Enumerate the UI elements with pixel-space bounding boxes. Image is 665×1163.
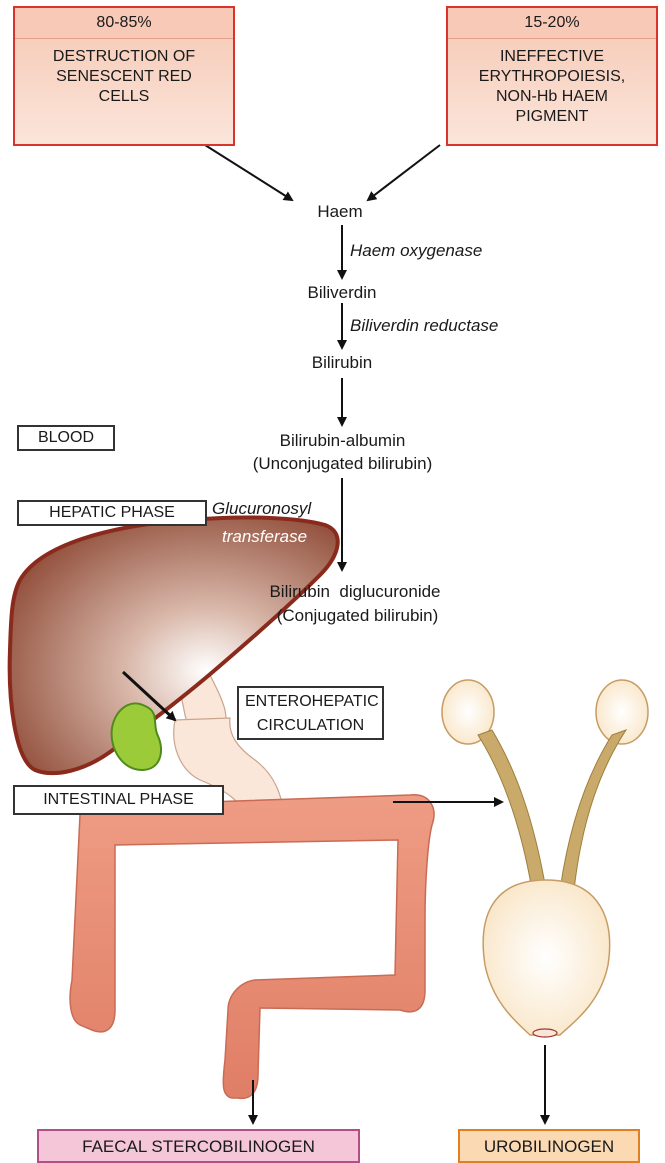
glucuronosyl-label: Glucuronosyl	[212, 499, 311, 519]
arrow-source1-haem	[205, 145, 292, 200]
hepatic-phase-box: HEPATIC PHASE	[17, 500, 207, 526]
intestinal-phase-box: INTESTINAL PHASE	[13, 785, 224, 815]
right-ureter	[560, 730, 626, 890]
biliverdin-label: Biliverdin	[282, 283, 402, 303]
haem-oxygenase-label: Haem oxygenase	[350, 241, 482, 261]
haem-label: Haem	[300, 202, 380, 222]
biliverdin-reductase-label: Biliverdin reductase	[350, 316, 498, 336]
diglucuronide-label: Bilirubin diglucuronide	[240, 582, 470, 602]
left-ureter	[478, 730, 546, 890]
large-intestine	[70, 795, 434, 1099]
unconjugated-label: (Unconjugated bilirubin)	[220, 454, 465, 474]
arrow-source2-haem	[368, 145, 440, 200]
source-box-1: 80-85% DESTRUCTION OF SENESCENT RED CELL…	[13, 6, 235, 146]
source-box-2: 15-20% INEFFECTIVE ERYTHROPOIESIS, NON-H…	[446, 6, 658, 146]
faecal-stercobilinogen-box: FAECAL STERCOBILINOGEN	[37, 1129, 360, 1163]
source-2-text: INEFFECTIVE ERYTHROPOIESIS, NON-Hb HAEM …	[448, 39, 656, 127]
gallbladder-shape	[112, 703, 161, 770]
bilirubin-albumin-label: Bilirubin-albumin	[220, 431, 465, 451]
conjugated-label: (Conjugated bilirubin)	[245, 606, 470, 626]
bilirubin-label: Bilirubin	[282, 353, 402, 373]
source-1-percent: 80-85%	[15, 8, 233, 39]
source-2-percent: 15-20%	[448, 8, 656, 39]
urobilinogen-box: UROBILINOGEN	[458, 1129, 640, 1163]
blood-phase-box: BLOOD	[17, 425, 115, 451]
transferase-label: transferase	[222, 527, 307, 547]
source-1-text: DESTRUCTION OF SENESCENT RED CELLS	[15, 39, 233, 107]
enterohepatic-box: ENTEROHEPATIC CIRCULATION	[237, 686, 384, 740]
urethra-opening	[533, 1029, 557, 1037]
bladder-shape	[483, 880, 609, 1035]
